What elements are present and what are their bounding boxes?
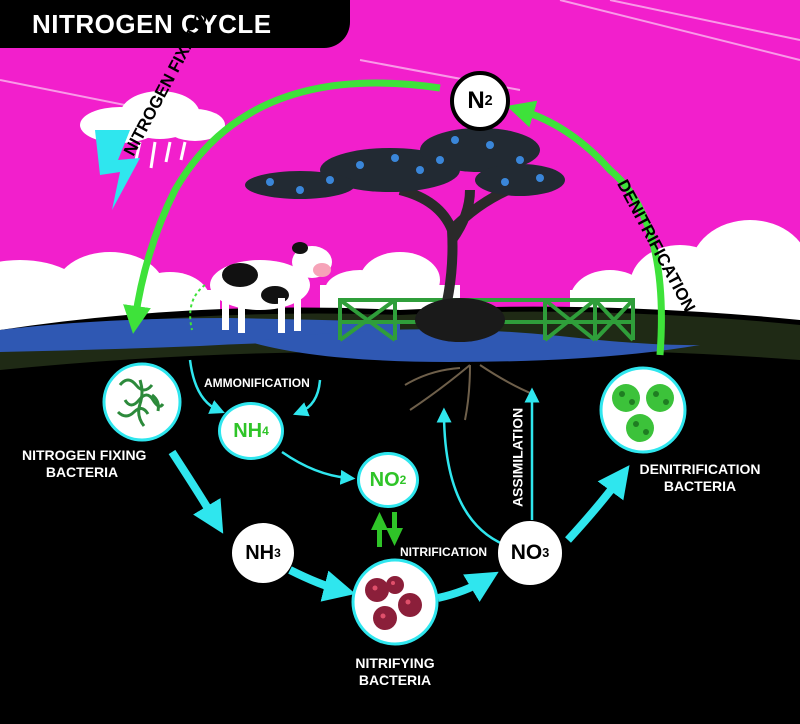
title-banner — [0, 0, 350, 48]
ammonification-arrow-right — [293, 379, 322, 417]
nh3-to-nitrifying-arrow — [288, 566, 356, 602]
pond — [250, 329, 700, 362]
nh3-base: NH — [245, 541, 275, 564]
nitrifying-bacteria-node — [351, 558, 439, 646]
cow — [210, 242, 332, 333]
nitrifying-to-no3-arrow — [437, 571, 499, 602]
nh4-sub: 4 — [262, 424, 269, 438]
denitrification-bacteria-label-line1: DENITRIFICATION — [639, 461, 761, 477]
fixing-to-nh3-arrow — [168, 449, 224, 534]
n2-sub: 2 — [484, 93, 493, 109]
no3-to-denit-arrow — [565, 465, 630, 543]
nitrification-label: NITRIFICATION — [400, 545, 488, 559]
ammonification-label: AMMONIFICATION — [204, 376, 310, 390]
no2-base: NO — [369, 468, 400, 491]
lightning-bolt — [95, 130, 140, 210]
nh4-to-no2-arrow — [281, 450, 356, 485]
nitrifying-bacteria-label-line1: NITRIFYING — [355, 655, 435, 671]
nitrifying-bacteria-label: NITRIFYING BACTERIA — [340, 655, 450, 689]
no3-to-roots-arrow — [436, 407, 506, 547]
assimilation-label: ASSIMILATION — [509, 407, 526, 508]
denitrification-bacteria-label: DENITRIFICATION BACTERIA — [630, 461, 770, 495]
diagram-title: NITROGEN CYCLE — [32, 9, 272, 39]
tree — [245, 128, 565, 342]
nitrification-exchange-arrows — [371, 512, 403, 547]
nitrogen-fixation-arrow — [123, 79, 441, 334]
ammonification-arrow-left — [188, 359, 225, 414]
sky-streaks — [0, 0, 800, 111]
denitrification-bacteria-node — [599, 366, 687, 454]
nitrifying-bacteria-label-line2: BACTERIA — [358, 671, 432, 688]
no3-base: NO — [510, 541, 543, 564]
nh4-base: NH — [233, 419, 263, 442]
n2-base: N — [467, 87, 485, 114]
nh3-sub: 3 — [274, 546, 281, 560]
nitrogen-fixing-bacteria-label-line1: NITROGEN FIXING — [22, 447, 147, 463]
nitrogen-fixing-bacteria-node — [102, 362, 182, 442]
nitrogen-fixing-bacteria-label-line2: BACTERIA — [45, 463, 119, 480]
denitrification-arrow — [506, 100, 665, 356]
nitrogen-fixing-bacteria-label: NITROGEN FIXING BACTERIA — [22, 447, 147, 481]
denitrification-bacteria-label-line2: BACTERIA — [663, 477, 737, 494]
no2-sub: 2 — [399, 473, 407, 487]
no3-sub: 3 — [542, 546, 550, 560]
